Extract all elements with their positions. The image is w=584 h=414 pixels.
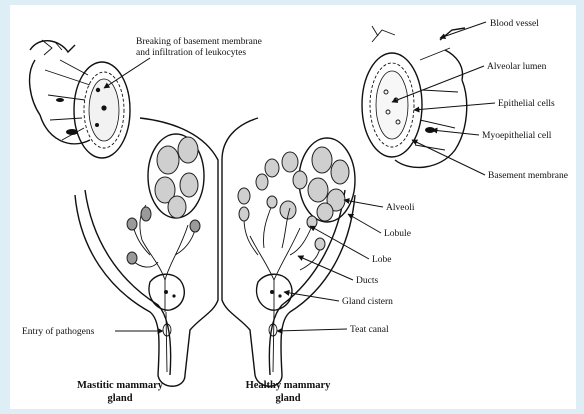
label-lobule: Lobule [384,229,411,239]
arrow-basement-breaking [104,58,150,88]
label-lobe: Lobe [372,255,392,265]
arrow-alveolar-lumen [392,66,484,102]
mastitic-alveolus-zoom [30,40,130,158]
label-myoepithelial-cell: Myoepithelial cell [482,131,552,141]
caption-mastitic-1: Mastitic mammary [77,380,164,391]
mastitic-gland: Breaking of basement membrane and infilt… [22,36,262,404]
arrow-myoepithelial-cell [432,130,479,135]
label-alveolar-lumen: Alveolar lumen [487,62,547,72]
arrow-basement-membrane [412,140,485,175]
label-basement-breaking-2: and infiltration of leukocytes [136,47,246,58]
label-entry-pathogens: Entry of pathogens [22,326,95,337]
label-teat-canal: Teat canal [350,325,389,335]
arrow-blood-vessel [440,22,486,38]
healthy-alveolus-zoom [362,26,467,167]
label-basement-breaking-1: Breaking of basement membrane [136,36,262,47]
label-basement-membrane: Basement membrane [488,171,568,181]
arrow-lobule [348,214,381,233]
arrow-teat-canal [277,329,347,331]
label-epithelial-cells: Epithelial cells [498,99,555,109]
caption-mastitic-2: gland [107,393,132,404]
arrow-epithelial-cells [414,103,495,110]
label-ducts: Ducts [356,276,378,286]
caption-healthy-2: gland [275,393,300,404]
caption-healthy-1: Healthy mammary [246,380,332,391]
label-gland-cistern: Gland cistern [342,297,393,307]
label-blood-vessel: Blood vessel [490,19,539,29]
healthy-gland: Blood vessel Alveolar lumen Epithelial c… [222,19,568,404]
label-alveoli: Alveoli [386,203,415,213]
arrow-ducts [298,256,353,280]
